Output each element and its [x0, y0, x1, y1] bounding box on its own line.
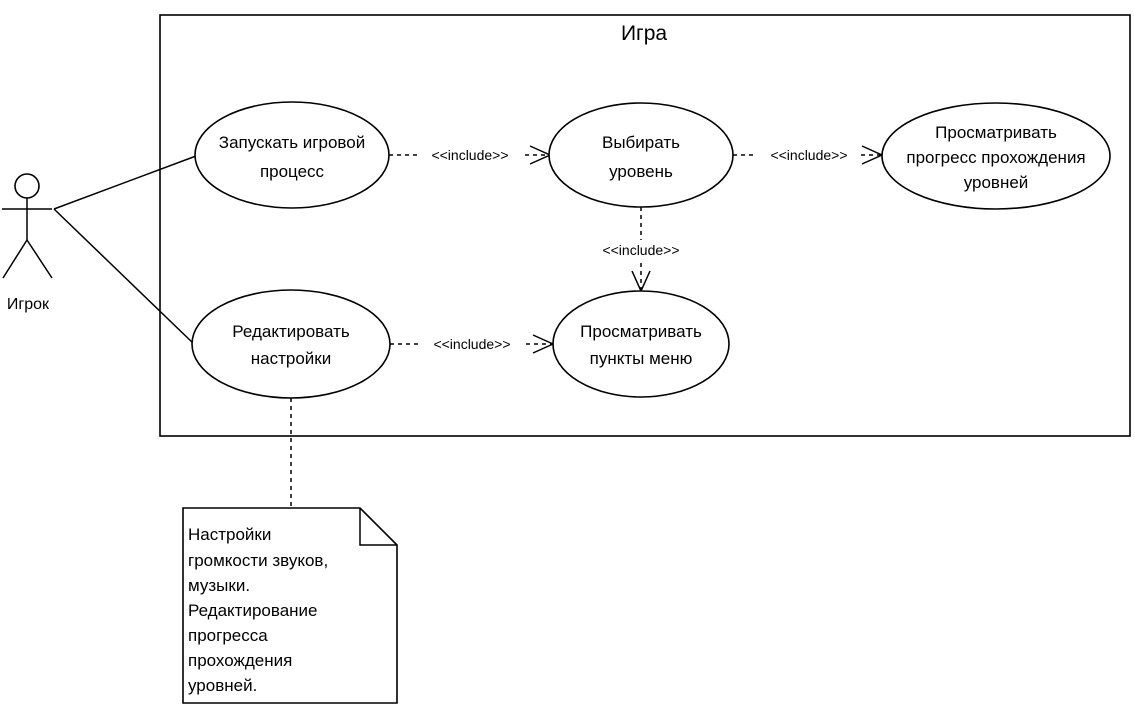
include-settings-to-menu: <<include>>	[390, 334, 555, 354]
note-body	[182, 507, 398, 704]
use-case-ellipse	[194, 101, 390, 209]
include-label: <<include>>	[431, 147, 508, 163]
note-fold-corner	[359, 508, 397, 546]
actor-left-leg	[2, 239, 28, 279]
use-case-edit-settings: Редактировать настройки	[191, 289, 391, 399]
use-case-line-1: Просматривать	[935, 123, 1057, 142]
include-label-bg	[420, 335, 524, 353]
use-case-view-progress: Просматривать прогресс прохождения уровн…	[881, 102, 1111, 210]
use-case-ellipse	[548, 102, 734, 208]
use-case-line-1: Просматривать	[580, 322, 702, 341]
note-line-1: Настройки	[188, 525, 271, 544]
use-case-ellipse	[552, 290, 730, 398]
note-line-4: Редактирование	[188, 601, 318, 620]
use-case-view-menu: Просматривать пункты меню	[552, 290, 730, 398]
note-line-6: прохождения	[188, 651, 292, 670]
use-case-ellipse	[881, 102, 1111, 210]
use-case-line-3: уровней	[964, 173, 1029, 192]
note-line-5: прогресса	[188, 626, 268, 645]
use-case-line-1: Запускать игровой	[219, 133, 365, 152]
use-case-line-2: пункты меню	[590, 349, 693, 368]
actor-right-leg	[26, 239, 53, 279]
association-launch	[53, 155, 197, 210]
use-case-line-2: уровень	[609, 162, 673, 181]
use-case-line-1: Редактировать	[232, 322, 350, 341]
include-choose-to-menu: <<include>>	[588, 207, 694, 293]
include-label: <<include>>	[602, 242, 679, 258]
note-line-2: громкости звуков,	[188, 551, 328, 570]
actor-head	[14, 173, 40, 199]
include-label-bg	[418, 146, 522, 164]
include-label: <<include>>	[433, 336, 510, 352]
include-label: <<include>>	[770, 147, 847, 163]
note: Настройки громкости звуков, музыки. Реда…	[182, 507, 398, 704]
use-case-ellipse	[191, 289, 391, 399]
use-case-line-2: настройки	[251, 349, 331, 368]
system-title: Игра	[621, 22, 667, 45]
association-settings	[53, 208, 196, 346]
include-label-bg	[588, 240, 694, 260]
note-line-3: музыки.	[188, 576, 250, 595]
actor-name: Игрок	[7, 296, 50, 313]
use-case-launch-game: Запускать игровой процесс	[194, 101, 390, 209]
note-line-7: уровней.	[188, 676, 257, 695]
use-case-line-2: прогресс прохождения	[906, 148, 1085, 167]
include-label-bg	[757, 146, 861, 164]
include-choose-to-progress: <<include>>	[733, 145, 884, 165]
use-case-choose-level: Выбирать уровень	[548, 102, 734, 208]
use-case-line-2: процесс	[260, 162, 325, 181]
use-case-line-1: Выбирать	[602, 133, 680, 152]
actor-player: Игрок	[2, 173, 53, 313]
